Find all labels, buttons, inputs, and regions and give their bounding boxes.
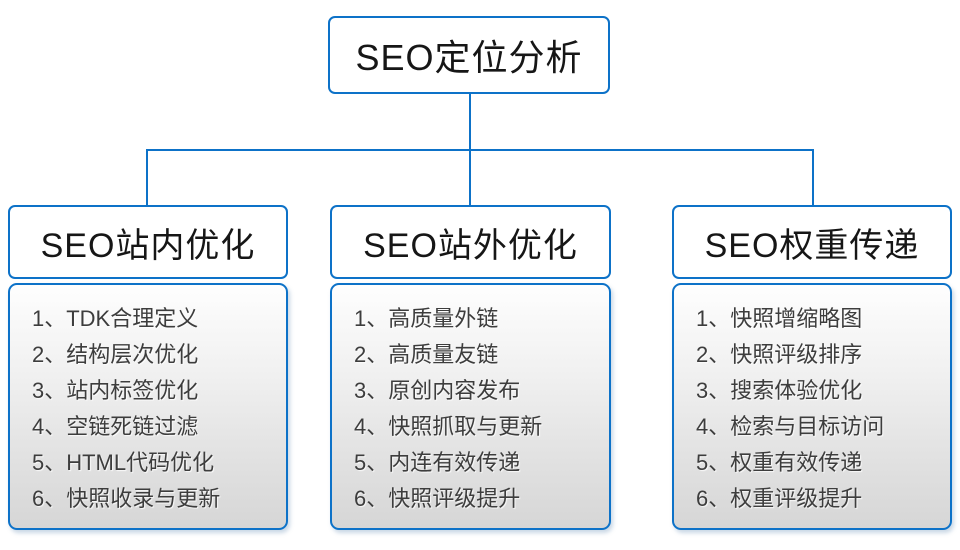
list-item: 4、快照抓取与更新 [354, 414, 543, 439]
list-item: 2、结构层次优化 [32, 342, 199, 367]
list-item: 3、搜索体验优化 [696, 378, 863, 403]
column-offsite-list: 1、高质量外链 2、高质量友链 3、原创内容发布 4、快照抓取与更新 5、内连有… [330, 283, 611, 530]
list-item: 5、HTML代码优化 [32, 450, 215, 475]
column-onsite-list: 1、TDK合理定义 2、结构层次优化 3、站内标签优化 4、空链死链过滤 5、H… [8, 283, 288, 530]
list-item: 2、快照评级排序 [696, 342, 863, 367]
column-weight-list: 1、快照增缩略图 2、快照评级排序 3、搜索体验优化 4、检索与目标访问 5、权… [672, 283, 952, 530]
column-onsite-header: SEO站内优化 [8, 205, 288, 279]
list-item: 3、站内标签优化 [32, 378, 199, 403]
root-node: SEO定位分析 [328, 16, 610, 94]
list-item: 1、TDK合理定义 [32, 306, 199, 331]
list-item: 5、权重有效传递 [696, 450, 863, 475]
column-weight-title: SEO权重传递 [704, 226, 920, 265]
connector-horizontal-rail [146, 149, 814, 151]
column-offsite-header: SEO站外优化 [330, 205, 611, 279]
list-item: 2、高质量友链 [354, 342, 499, 367]
list-item: 1、快照增缩略图 [696, 306, 863, 331]
list-item: 6、快照收录与更新 [32, 486, 221, 511]
column-offsite-title: SEO站外优化 [363, 226, 578, 265]
connector-right-drop [812, 149, 814, 205]
list-item: 4、检索与目标访问 [696, 414, 885, 439]
list-item: 1、高质量外链 [354, 306, 499, 331]
connector-left-drop [146, 149, 148, 205]
column-weight-header: SEO权重传递 [672, 205, 952, 279]
list-item: 5、内连有效传递 [354, 450, 521, 475]
list-item: 4、空链死链过滤 [32, 414, 199, 439]
column-onsite-title: SEO站内优化 [40, 226, 256, 265]
root-node-title: SEO定位分析 [355, 37, 583, 78]
list-item: 6、快照评级提升 [354, 486, 521, 511]
list-item: 6、权重评级提升 [696, 486, 863, 511]
list-item: 3、原创内容发布 [354, 378, 521, 403]
